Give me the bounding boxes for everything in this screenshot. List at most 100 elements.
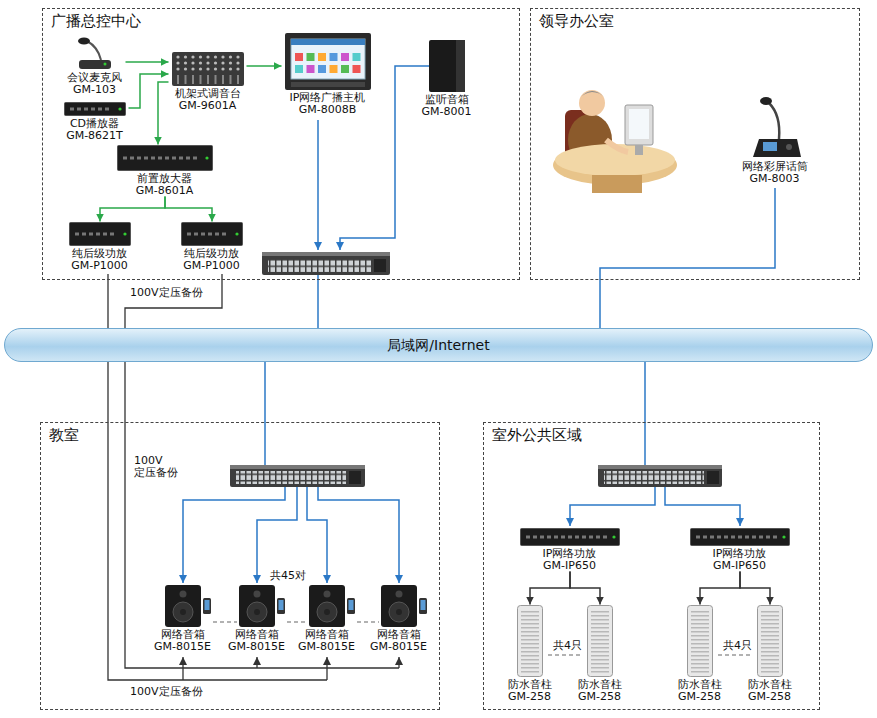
device-node: 纯后级功放GM-P1000 (66, 222, 134, 272)
device-node: 网络音箱GM-8015E (295, 585, 358, 653)
device-icon (309, 585, 345, 627)
connector (644, 362, 646, 422)
model-number: GM-9601A (179, 100, 237, 112)
device-name: IP网络广播主机 (290, 92, 366, 104)
note-label: 100V定压备份 (128, 686, 205, 698)
connector (317, 280, 319, 328)
model-number: GM-8015E (228, 641, 285, 653)
model-number: GM-258 (678, 691, 721, 703)
art-rect (262, 252, 390, 256)
device-node: 网络彩屏话筒GM-8003 (739, 95, 811, 185)
art-rect (203, 598, 211, 614)
device-name: 防水音柱 (508, 679, 552, 691)
art-rect (236, 471, 346, 484)
region-title: 广播总控中心 (51, 12, 141, 30)
art-rect (268, 259, 372, 272)
device-name: 防水音柱 (748, 679, 792, 691)
device-name: 前置放大器 (137, 173, 192, 185)
art-path (257, 487, 297, 583)
device-icon (64, 102, 126, 116)
art-path (318, 487, 399, 583)
band-label: 局域网/Internet (387, 329, 489, 361)
device-icon (687, 605, 713, 677)
device-icon (239, 585, 275, 627)
network-wire (183, 66, 775, 583)
art-path (398, 657, 399, 668)
device-node: 防水音柱GM-258 (675, 605, 725, 703)
art-rect (262, 252, 390, 275)
art-rect (419, 598, 427, 614)
art-rect (347, 598, 355, 614)
model-number: GM-258 (748, 691, 791, 703)
connector (129, 74, 169, 108)
model-number: GM-103 (73, 84, 116, 96)
art-rect (604, 471, 704, 484)
region-box: 室外公共区域IP网络功放GM-IP650IP网络功放GM-IP650防水音柱GM… (483, 422, 820, 710)
model-number: GM-IP650 (543, 560, 596, 572)
model-number: GM-P1000 (71, 260, 128, 272)
note-label: 100V 定压备份 (132, 455, 180, 479)
art-rect (279, 600, 284, 610)
device-node: IP网络广播主机GM-8008B (282, 33, 374, 116)
device-name: 监听音箱 (425, 94, 469, 106)
device-icon (381, 585, 417, 627)
device-name: 网络音箱 (161, 629, 205, 641)
device-name: 网络音箱 (377, 629, 421, 641)
device-node: 防水音柱GM-258 (745, 605, 795, 703)
art-rect (592, 175, 642, 193)
art-rect (629, 109, 649, 139)
device-name: 防水音柱 (678, 679, 722, 691)
art-path (644, 422, 646, 465)
region-title: 领导办公室 (539, 12, 614, 30)
model-number: GM-8015E (370, 641, 427, 653)
connector (126, 61, 169, 63)
model-number: GM-8015E (154, 641, 211, 653)
device-icon (517, 605, 543, 677)
device-name: 纯后级功放 (72, 248, 127, 260)
model-number: GM-8003 (750, 173, 800, 185)
device-node: 会议麦克风GM-103 (64, 36, 126, 96)
note-label: 共4只 (551, 640, 584, 652)
note-label: 共45对 (268, 570, 308, 582)
network-band: 局域网/Internet (4, 328, 873, 362)
note-label: 100V定压备份 (128, 287, 205, 299)
device-icon (285, 33, 371, 90)
device-name: IP网络功放 (543, 548, 597, 560)
art-rect (277, 598, 285, 614)
model-number: GM-8621T (66, 130, 123, 142)
art-rect (230, 465, 365, 469)
art-path (548, 654, 752, 655)
model-number: GM-IP650 (713, 560, 766, 572)
art-rect (421, 600, 426, 610)
art-rect (598, 465, 722, 469)
device-node: 网络音箱GM-8015E (225, 585, 288, 653)
connector (165, 197, 212, 222)
art-path (600, 188, 775, 280)
art-path (307, 487, 327, 583)
network-switch (230, 252, 722, 487)
model-number: GM-8008B (299, 104, 357, 116)
model-number: GM-258 (578, 691, 621, 703)
device-icon (429, 40, 465, 92)
art-path (256, 657, 257, 668)
art-rect (625, 105, 653, 145)
art-path (606, 140, 628, 152)
note-label: 共4只 (721, 640, 754, 652)
device-icon (67, 36, 123, 70)
art-path (183, 487, 285, 583)
device-name: 网络音箱 (235, 629, 279, 641)
device-icon (690, 528, 790, 546)
art-path (317, 120, 319, 250)
art-rect (707, 471, 719, 484)
device-name: 防水音柱 (578, 679, 622, 691)
art-rect (349, 471, 361, 484)
device-node: 前置放大器GM-8601A (114, 145, 216, 197)
art-rect (349, 600, 354, 610)
connector (530, 572, 570, 605)
device-icon (181, 222, 243, 246)
device-icon (757, 605, 783, 677)
connector (599, 280, 601, 328)
device-node: CD播放器GM-8621T (61, 102, 129, 142)
device-name: CD播放器 (70, 118, 119, 130)
